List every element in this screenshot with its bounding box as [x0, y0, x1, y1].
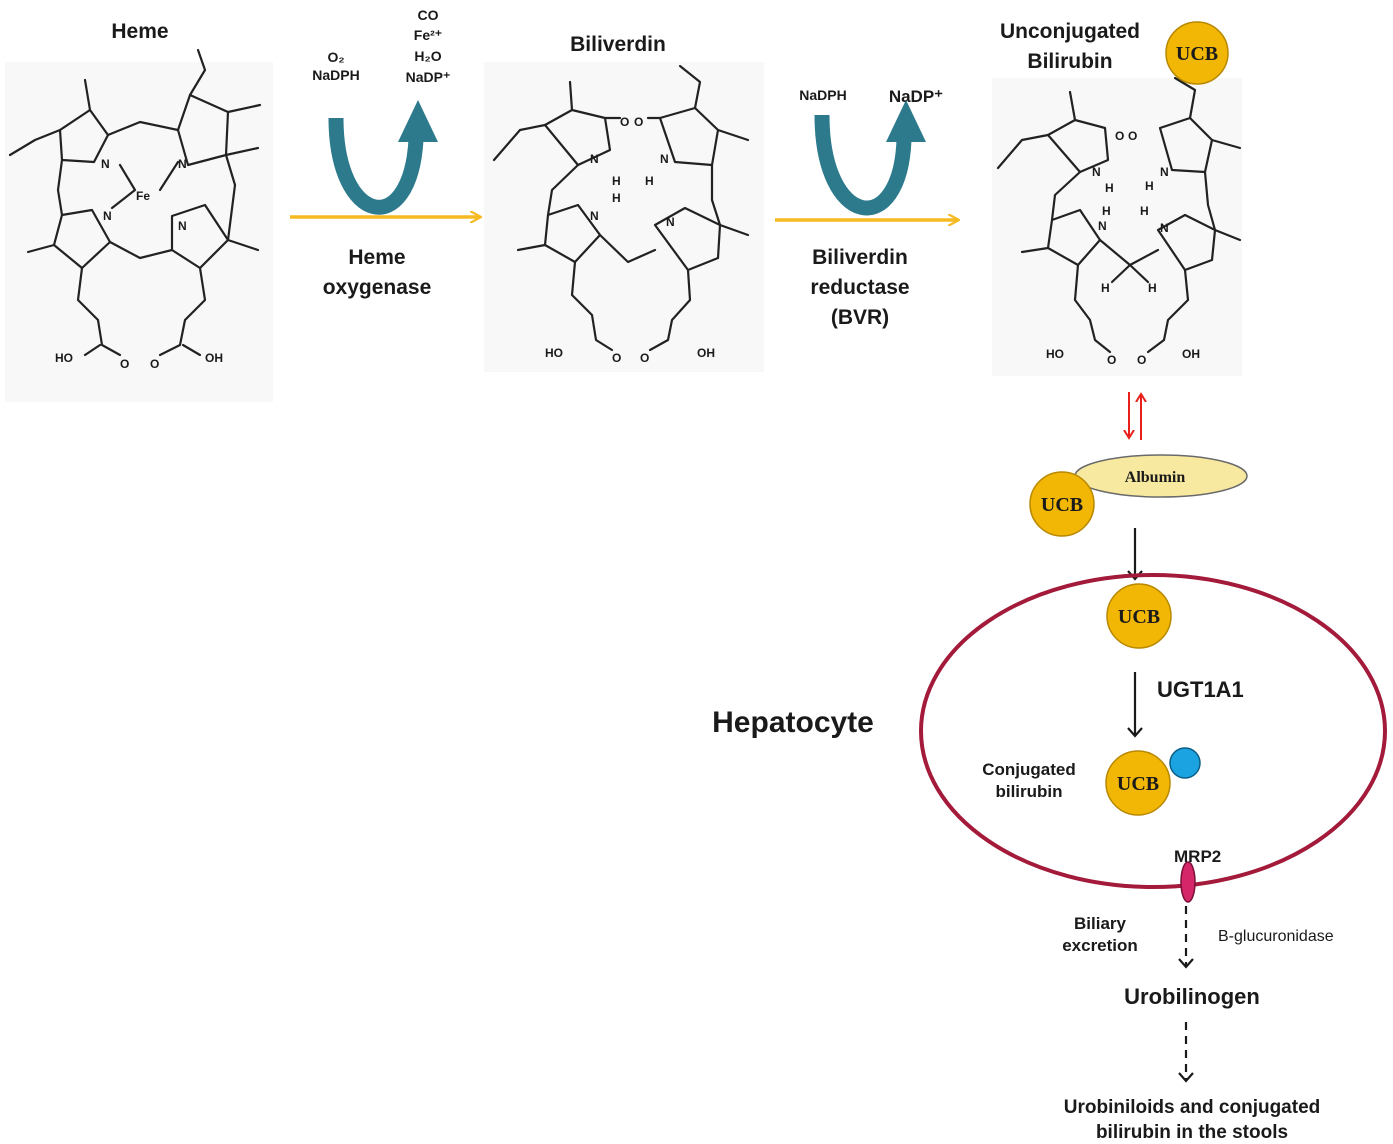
bilirubin-h-3: H: [1102, 204, 1111, 218]
bilirubin-o-1: O: [1115, 129, 1124, 143]
heme-title: Heme: [111, 20, 168, 43]
reaction1-output-nadp: NaDP⁺: [406, 69, 451, 85]
reaction1-input-nadph: NaDPH: [312, 67, 359, 83]
reaction2-enzyme-line3: (BVR): [831, 306, 889, 329]
ucb-conjugated-label: UCB: [1117, 773, 1159, 795]
glucuronidase-label: B-glucuronidase: [1218, 928, 1334, 945]
heme-n-3: N: [103, 209, 112, 223]
heme-o-1: O: [120, 357, 129, 371]
reaction1-enzyme-line1: Heme: [348, 246, 405, 269]
biliverdin-oh: OH: [697, 346, 715, 360]
mrp2-label: MRP2: [1174, 847, 1221, 866]
urobilinogen-label: Urobilinogen: [1124, 984, 1260, 1009]
biliverdin-h-3: H: [612, 191, 621, 205]
bilirubin-o-2: O: [1128, 129, 1137, 143]
bilirubin-h-1: H: [1105, 181, 1114, 195]
reaction2-curved-arrow-head: [886, 100, 926, 142]
reaction2-enzyme-line2: reductase: [810, 276, 909, 299]
reaction2-output-nadp: NaDP⁺: [889, 87, 943, 106]
bilirubin-n-2: N: [1160, 165, 1169, 179]
biliverdin-o-3: O: [612, 351, 621, 365]
biliary-label-line1: Biliary: [1074, 914, 1127, 933]
ucb-hepatocyte-label: UCB: [1118, 606, 1160, 628]
biliary-label-line2: excretion: [1062, 936, 1138, 955]
ucb-albumin-circle: [1029, 471, 1095, 537]
bilirubin-h-2: H: [1145, 179, 1154, 193]
heme-structure: N N N N Fe HO O O OH: [8, 48, 262, 371]
ucb-badge-top: UCB: [1165, 21, 1229, 85]
albumin-complex: Albumin UCB: [1029, 454, 1248, 537]
biliverdin-structure: N H N H N H N O O HO O O OH: [492, 64, 750, 365]
biliverdin-n-4: N: [666, 215, 675, 229]
reaction2-curved-arrow: [814, 114, 912, 216]
ucb-title-line2: Bilirubin: [1027, 50, 1112, 73]
reaction2-input-nadph: NaDPH: [799, 87, 846, 103]
heme-iron: Fe: [136, 189, 150, 203]
ucb-hepatocyte: UCB: [1106, 583, 1172, 649]
bilirubin-h-5: H: [1101, 281, 1110, 295]
ugt-label: UGT1A1: [1157, 677, 1244, 702]
reaction1-curved-arrow: [328, 117, 424, 215]
heme-o-2: O: [150, 357, 159, 371]
biliverdin-o-4: O: [640, 351, 649, 365]
biliverdin-o-1: O: [620, 115, 629, 129]
bilirubin-o-3: O: [1107, 353, 1116, 367]
reaction1-input-o2: O₂: [327, 49, 344, 65]
biliverdin-n-1: N: [590, 152, 599, 166]
bilirubin-h-4: H: [1140, 204, 1149, 218]
bilirubin-ho: HO: [1046, 347, 1064, 361]
stools-label-line1: Urobiniloids and conjugated: [1064, 1097, 1321, 1118]
reaction1-output-fe: Fe²⁺: [414, 27, 442, 43]
conjugated-label-line1: Conjugated: [982, 760, 1076, 779]
hepatocyte-membrane: [919, 573, 1387, 889]
conjugated-bilirubin: UCB: [1105, 747, 1201, 816]
equilibrium-arrows: [1129, 392, 1141, 440]
albumin-label: Albumin: [1125, 469, 1186, 486]
reaction2-arrow: [775, 100, 958, 220]
reaction1-output-co: CO: [418, 7, 439, 23]
biliverdin-h-2: H: [645, 174, 654, 188]
reaction1-enzyme-line2: oxygenase: [323, 276, 432, 299]
heme-oh: OH: [205, 351, 223, 365]
biliverdin-n-3: N: [590, 209, 599, 223]
bilirubin-n-4: N: [1160, 221, 1169, 235]
bilirubin-structure: N H N H N H N H H H O O HO O O OH: [996, 76, 1242, 367]
reaction1-output-h2o: H₂O: [414, 48, 441, 64]
biliverdin-h-1: H: [612, 174, 621, 188]
reaction2-enzyme-line1: Biliverdin: [812, 246, 908, 269]
heme-n-1: N: [101, 157, 110, 171]
heme-n-2: N: [178, 157, 187, 171]
bilirubin-h-6: H: [1148, 281, 1157, 295]
mrp2-transporter: [1180, 861, 1196, 903]
bilirubin-o-4: O: [1137, 353, 1146, 367]
ucb-badge-top-label: UCB: [1176, 43, 1218, 65]
glucuronide-circle: [1169, 747, 1201, 779]
stools-label-line2: bilirubin in the stools: [1096, 1122, 1288, 1143]
conjugated-label-line2: bilirubin: [995, 782, 1062, 801]
bilirubin-n-3: N: [1098, 219, 1107, 233]
bilirubin-structure-bg: [992, 78, 1242, 376]
bilirubin-oh: OH: [1182, 347, 1200, 361]
biliverdin-structure-bg: [484, 62, 764, 372]
heme-ho: HO: [55, 351, 73, 365]
biliverdin-ho: HO: [545, 346, 563, 360]
hepatocyte-label: Hepatocyte: [712, 706, 874, 739]
heme-n-4: N: [178, 219, 187, 233]
biliverdin-n-2: N: [660, 152, 669, 166]
bilirubin-n-1: N: [1092, 165, 1101, 179]
reaction1-curved-arrow-head: [398, 100, 438, 142]
ucb-albumin-label: UCB: [1041, 494, 1083, 516]
reaction1-arrow: [290, 100, 480, 217]
biliverdin-o-2: O: [634, 115, 643, 129]
ucb-title-line1: Unconjugated: [1000, 20, 1140, 43]
biliverdin-title: Biliverdin: [570, 33, 666, 56]
heme-structure-bg: [5, 62, 273, 402]
